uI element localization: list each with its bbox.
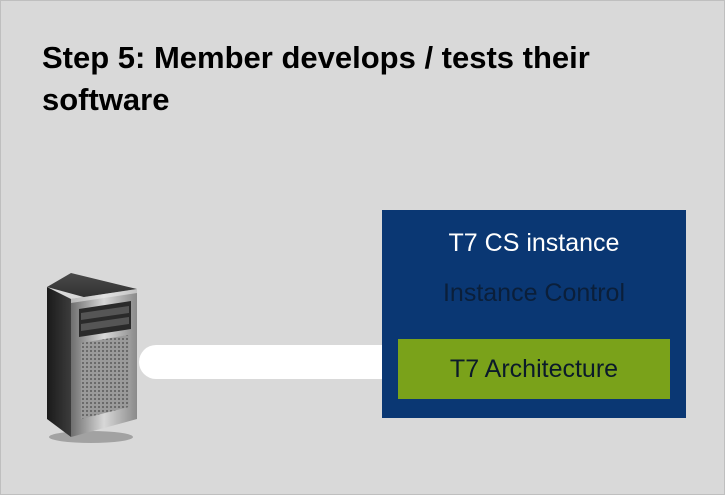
t7-cs-instance-box: T7 CS instance Instance Control T7 Archi…	[382, 210, 686, 418]
t7-architecture-box: T7 Architecture	[398, 339, 670, 399]
slide-title: Step 5: Member develops / tests their so…	[42, 40, 590, 117]
t7-architecture-label: T7 Architecture	[449, 355, 619, 383]
instance-title: T7 CS instance	[448, 229, 620, 257]
connection-pipe	[139, 345, 386, 379]
server-tower-icon	[41, 269, 151, 444]
instance-control-label: Instance Control	[442, 279, 626, 307]
